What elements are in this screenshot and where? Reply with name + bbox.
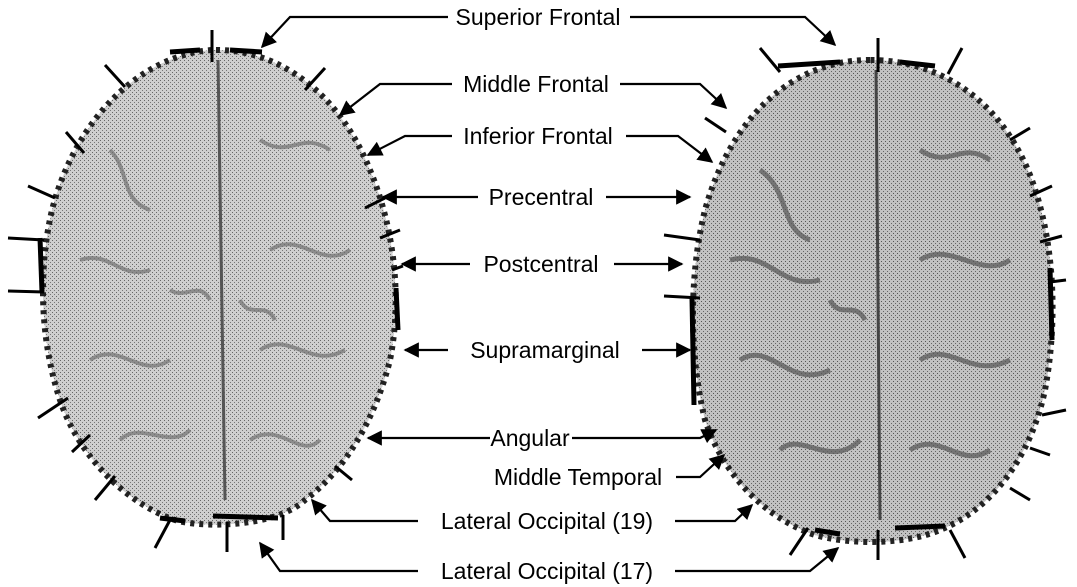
label-angular: Angular [368,425,716,451]
right-brain-scan [664,38,1066,560]
label-lateral-occipital-17-text: Lateral Occipital (17) [441,558,653,584]
label-middle-frontal-text: Middle Frontal [463,71,609,97]
left-brain-scan [8,30,403,552]
label-inferior-frontal-text: Inferior Frontal [463,123,613,149]
label-middle-frontal: Middle Frontal [340,71,726,115]
label-precentral: Precentral [383,184,690,210]
label-precentral-text: Precentral [489,184,594,210]
label-postcentral: Postcentral [402,251,682,277]
label-inferior-frontal: Inferior Frontal [368,123,712,162]
label-angular-text: Angular [490,425,570,451]
label-middle-temporal: Middle Temporal [494,455,724,490]
label-superior-frontal-text: Superior Frontal [456,4,621,30]
label-supramarginal-text: Supramarginal [470,337,620,363]
label-middle-temporal-text: Middle Temporal [494,464,662,490]
label-lateral-occipital-19-text: Lateral Occipital (19) [441,508,653,534]
label-postcentral-text: Postcentral [483,251,598,277]
label-supramarginal: Supramarginal [405,337,690,363]
right-brain-shape [693,60,1053,542]
label-lateral-occipital-19: Lateral Occipital (19) [312,500,752,534]
label-superior-frontal: Superior Frontal [262,4,835,47]
label-lateral-occipital-17: Lateral Occipital (17) [260,543,838,584]
